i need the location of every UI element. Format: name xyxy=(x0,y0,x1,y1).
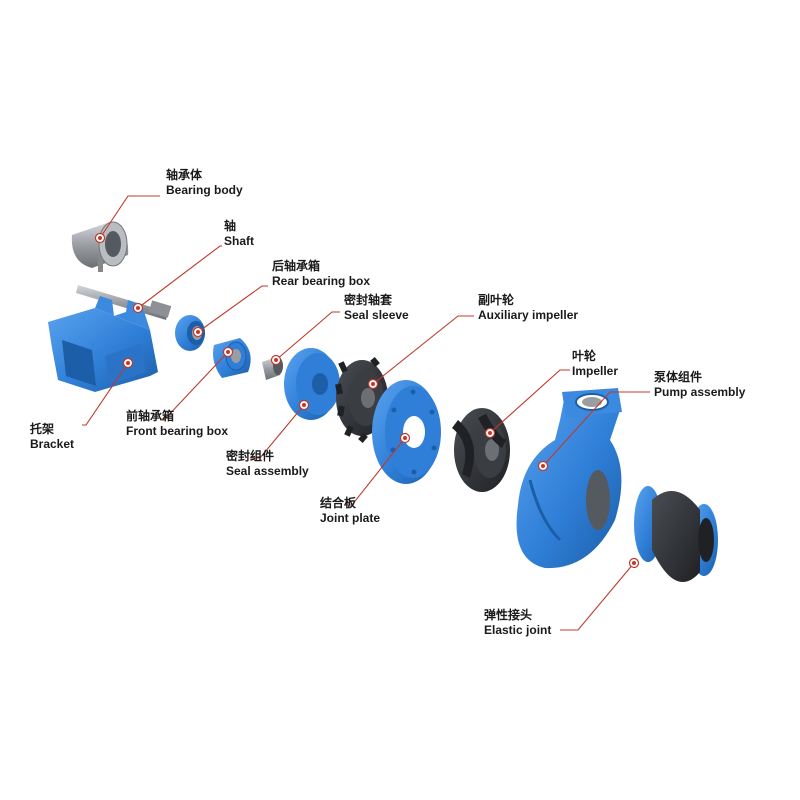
pump-assembly-part xyxy=(516,388,622,569)
label-seal-assembly-en: Seal assembly xyxy=(226,464,309,478)
label-joint-plate-en: Joint plate xyxy=(320,511,381,525)
label-impeller: 叶轮 Impeller xyxy=(572,349,618,379)
joint-plate-part xyxy=(372,380,441,484)
label-bearing-body-en: Bearing body xyxy=(166,183,243,197)
label-bearing-body: 轴承体 Bearing body xyxy=(166,168,243,198)
impeller-part xyxy=(452,408,510,492)
label-seal-sleeve: 密封轴套 Seal sleeve xyxy=(344,293,409,323)
label-shaft-en: Shaft xyxy=(224,234,254,248)
label-seal-assembly: 密封组件 Seal assembly xyxy=(226,449,309,479)
leader-dots xyxy=(94,232,640,569)
label-rear-bearing-box-en: Rear bearing box xyxy=(272,274,371,288)
seal-assembly-part xyxy=(284,348,340,420)
label-pump-assembly-en: Pump assembly xyxy=(654,385,746,399)
label-auxiliary-impeller-cn: 副叶轮 xyxy=(478,293,515,307)
bearing-body-part xyxy=(71,221,129,272)
label-auxiliary-impeller: 副叶轮 Auxiliary impeller xyxy=(478,293,578,323)
label-shaft-cn: 轴 xyxy=(224,219,237,233)
shaft-part xyxy=(76,285,172,320)
label-impeller-en: Impeller xyxy=(572,364,619,378)
label-seal-assembly-cn: 密封组件 xyxy=(226,449,275,463)
label-elastic-joint-cn: 弹性接头 xyxy=(484,608,533,622)
label-shaft: 轴 Shaft xyxy=(224,219,254,249)
label-auxiliary-impeller-en: Auxiliary impeller xyxy=(478,308,579,322)
label-pump-assembly-cn: 泵体组件 xyxy=(654,370,703,384)
label-joint-plate-cn: 结合板 xyxy=(320,496,357,510)
label-elastic-joint-en: Elastic joint xyxy=(484,623,552,637)
elastic-joint-part xyxy=(634,486,718,583)
label-bracket-cn: 托架 xyxy=(30,422,55,436)
label-bracket: 托架 Bracket xyxy=(30,422,74,452)
front-bearing-box-part xyxy=(213,338,251,378)
label-pump-assembly: 泵体组件 Pump assembly xyxy=(654,370,745,400)
label-elastic-joint: 弹性接头 Elastic joint xyxy=(484,608,551,638)
label-impeller-cn: 叶轮 xyxy=(572,349,597,363)
label-front-bearing-box-cn: 前轴承箱 xyxy=(126,409,175,423)
label-joint-plate: 结合板 Joint plate xyxy=(320,496,380,526)
label-rear-bearing-box: 后轴承箱 Rear bearing box xyxy=(272,259,370,289)
label-rear-bearing-box-cn: 后轴承箱 xyxy=(272,259,321,273)
leader-lines xyxy=(82,195,650,631)
label-front-bearing-box: 前轴承箱 Front bearing box xyxy=(126,409,228,439)
label-seal-sleeve-cn: 密封轴套 xyxy=(344,293,393,307)
label-front-bearing-box-en: Front bearing box xyxy=(126,424,228,438)
label-seal-sleeve-en: Seal sleeve xyxy=(344,308,409,322)
label-bracket-en: Bracket xyxy=(30,437,75,451)
label-bearing-body-cn: 轴承体 xyxy=(166,168,203,182)
